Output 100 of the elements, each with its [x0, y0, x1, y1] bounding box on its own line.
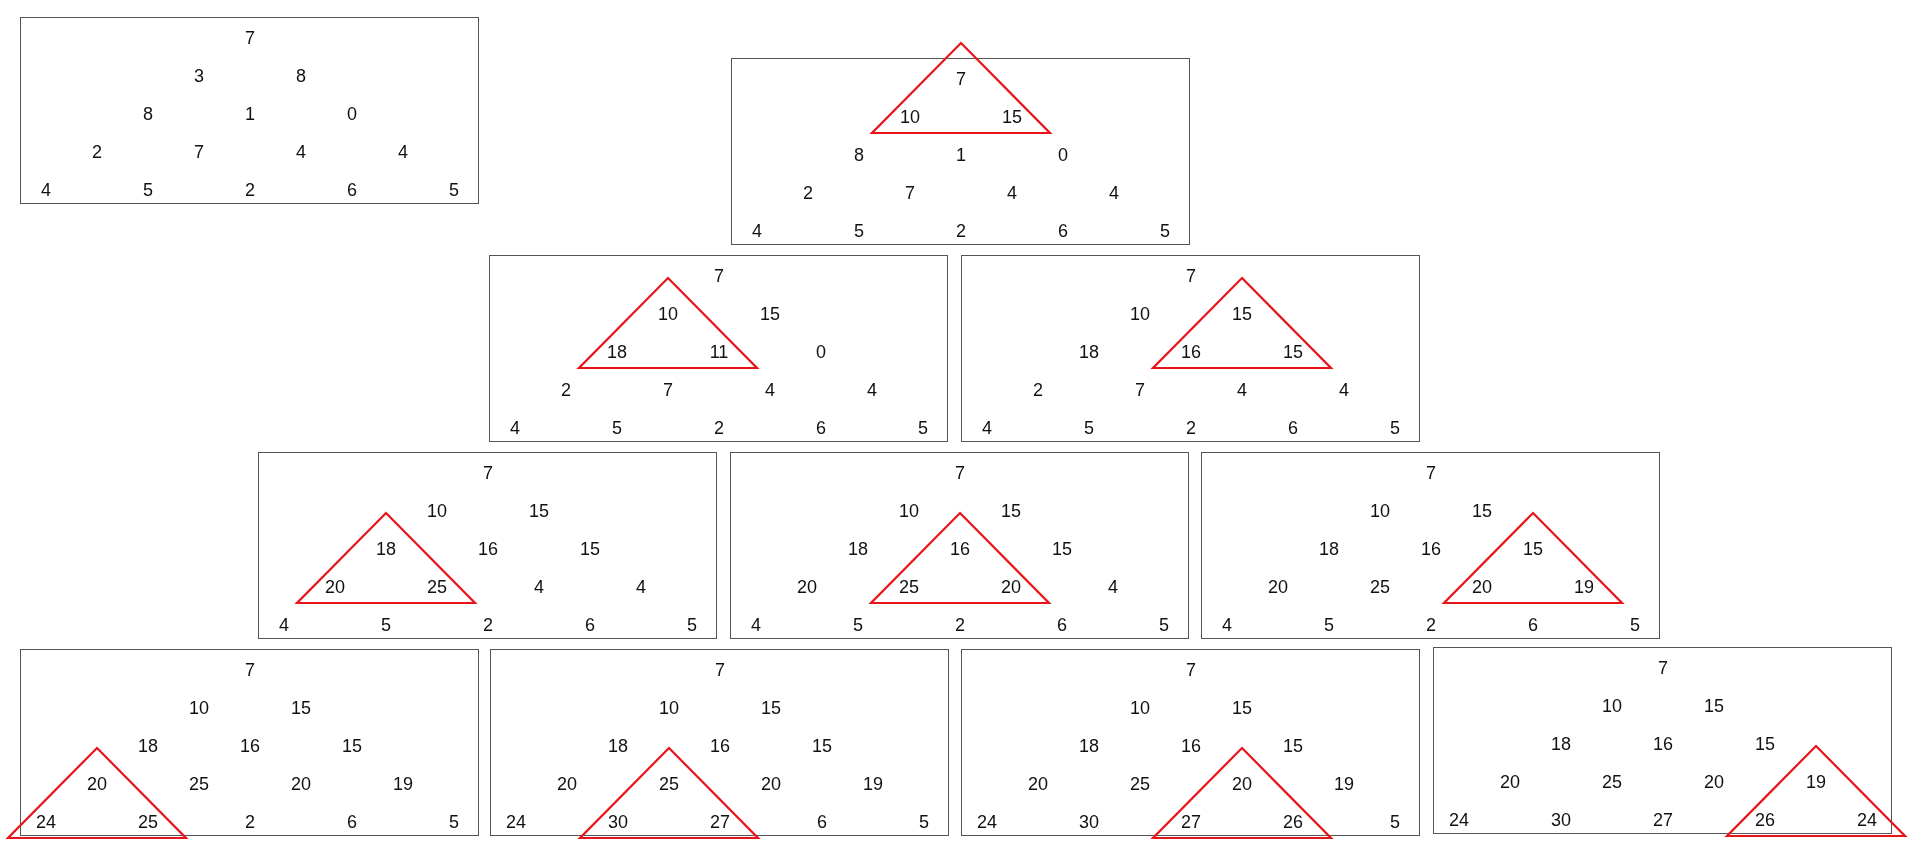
number-label: 18 — [376, 539, 396, 559]
number-label: 4 — [398, 142, 408, 162]
number-label: 7 — [245, 660, 255, 680]
number-label: 7 — [956, 69, 966, 89]
number-label: 15 — [342, 736, 362, 756]
number-label: 15 — [760, 304, 780, 324]
number-label: 10 — [189, 698, 209, 718]
number-label: 20 — [1028, 774, 1048, 794]
number-label: 6 — [1528, 615, 1538, 635]
number-label: 18 — [1551, 734, 1571, 754]
number-label: 4 — [1222, 615, 1232, 635]
number-label: 18 — [1079, 342, 1099, 362]
number-label: 1 — [956, 145, 966, 165]
number-label: 7 — [715, 660, 725, 680]
number-label: 24 — [1857, 810, 1877, 830]
number-label: 19 — [1334, 774, 1354, 794]
number-label: 5 — [854, 221, 864, 241]
number-label: 2 — [1033, 380, 1043, 400]
number-label: 19 — [863, 774, 883, 794]
number-label: 24 — [36, 812, 56, 832]
number-label: 5 — [1159, 615, 1169, 635]
number-label: 27 — [1653, 810, 1673, 830]
number-label: 0 — [1058, 145, 1068, 165]
number-triangle-panel — [258, 452, 717, 639]
number-label: 8 — [143, 104, 153, 124]
number-label: 2 — [483, 615, 493, 635]
number-triangle-panel — [1201, 452, 1660, 639]
number-label: 5 — [381, 615, 391, 635]
number-label: 15 — [291, 698, 311, 718]
number-label: 16 — [710, 736, 730, 756]
number-label: 5 — [612, 418, 622, 438]
number-label: 18 — [1319, 539, 1339, 559]
number-label: 24 — [977, 812, 997, 832]
number-label: 7 — [194, 142, 204, 162]
number-label: 20 — [87, 774, 107, 794]
number-label: 19 — [1806, 772, 1826, 792]
number-label: 7 — [245, 28, 255, 48]
number-label: 20 — [797, 577, 817, 597]
number-label: 20 — [291, 774, 311, 794]
number-label: 27 — [710, 812, 730, 832]
number-label: 4 — [751, 615, 761, 635]
number-label: 25 — [1602, 772, 1622, 792]
number-label: 7 — [955, 463, 965, 483]
number-label: 20 — [557, 774, 577, 794]
number-label: 7 — [1135, 380, 1145, 400]
number-label: 5 — [687, 615, 697, 635]
number-triangle-panel — [961, 649, 1420, 836]
number-label: 25 — [899, 577, 919, 597]
number-label: 16 — [1181, 342, 1201, 362]
number-label: 16 — [950, 539, 970, 559]
number-label: 7 — [1186, 660, 1196, 680]
number-label: 15 — [1002, 107, 1022, 127]
number-label: 20 — [1232, 774, 1252, 794]
number-label: 4 — [510, 418, 520, 438]
number-label: 5 — [449, 180, 459, 200]
number-label: 6 — [347, 180, 357, 200]
number-label: 16 — [1653, 734, 1673, 754]
number-label: 0 — [816, 342, 826, 362]
number-label: 25 — [189, 774, 209, 794]
number-label: 10 — [1370, 501, 1390, 521]
number-label: 16 — [1421, 539, 1441, 559]
number-label: 8 — [296, 66, 306, 86]
number-label: 30 — [1551, 810, 1571, 830]
number-label: 10 — [659, 698, 679, 718]
number-label: 20 — [1001, 577, 1021, 597]
number-label: 5 — [1160, 221, 1170, 241]
number-triangle-panel — [20, 17, 479, 204]
number-label: 4 — [1007, 183, 1017, 203]
number-label: 7 — [663, 380, 673, 400]
number-label: 7 — [1426, 463, 1436, 483]
number-label: 10 — [1602, 696, 1622, 716]
number-label: 26 — [1755, 810, 1775, 830]
number-label: 7 — [483, 463, 493, 483]
number-label: 20 — [1704, 772, 1724, 792]
number-label: 5 — [919, 812, 929, 832]
number-label: 15 — [1283, 736, 1303, 756]
number-label: 2 — [245, 180, 255, 200]
number-label: 10 — [658, 304, 678, 324]
number-label: 25 — [1370, 577, 1390, 597]
number-label: 4 — [636, 577, 646, 597]
number-label: 4 — [867, 380, 877, 400]
number-label: 10 — [899, 501, 919, 521]
number-label: 15 — [1001, 501, 1021, 521]
number-label: 4 — [534, 577, 544, 597]
number-label: 16 — [478, 539, 498, 559]
number-label: 4 — [765, 380, 775, 400]
number-label: 5 — [449, 812, 459, 832]
number-label: 20 — [325, 577, 345, 597]
number-label: 18 — [138, 736, 158, 756]
number-label: 4 — [1108, 577, 1118, 597]
number-triangle-panel — [490, 649, 949, 836]
number-label: 6 — [1057, 615, 1067, 635]
number-label: 2 — [245, 812, 255, 832]
number-label: 24 — [1449, 810, 1469, 830]
number-label: 11 — [709, 342, 729, 362]
number-label: 5 — [1390, 812, 1400, 832]
number-label: 2 — [714, 418, 724, 438]
number-label: 27 — [1181, 812, 1201, 832]
number-label: 18 — [848, 539, 868, 559]
number-label: 15 — [1283, 342, 1303, 362]
